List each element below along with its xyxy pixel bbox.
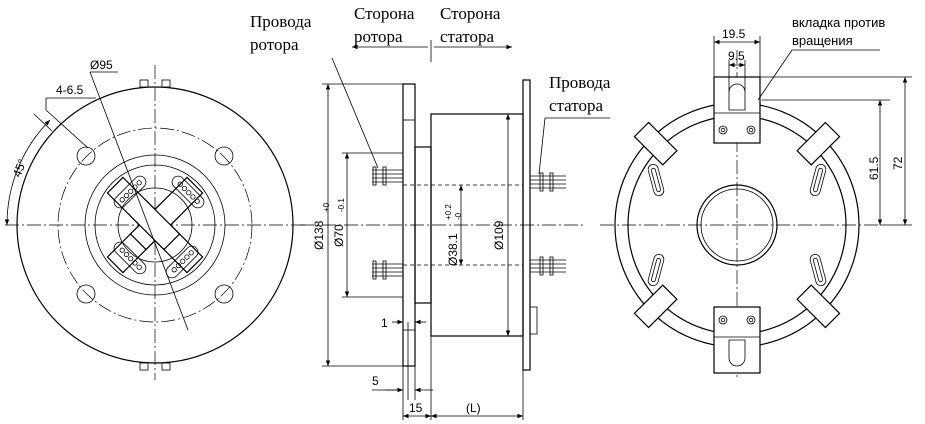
stator-notches bbox=[633, 121, 841, 329]
outer-flange-circle bbox=[16, 86, 294, 364]
d38-label: Ø38.1 bbox=[446, 233, 460, 266]
L-label: (L) bbox=[466, 401, 481, 415]
stator-tab-plate bbox=[522, 79, 531, 371]
stator-side-label-1: Сторона bbox=[440, 4, 501, 23]
d38-tol-lower: -0 bbox=[454, 212, 463, 220]
holes-label: 4-6.5 bbox=[56, 83, 84, 97]
right-end-view: 19.5 9.5 61.5 72 вкладка против вращения bbox=[600, 15, 912, 380]
rotor-side-label-1: Сторона bbox=[354, 4, 415, 23]
d70-tol-lower: -0.1 bbox=[337, 198, 346, 212]
stator-wires-label-1: Провода bbox=[549, 73, 611, 92]
bore-circle bbox=[117, 187, 193, 263]
anti-rotation-tab-label-2: вращения bbox=[792, 33, 853, 48]
stator-wires-leader bbox=[538, 117, 546, 175]
top-anti-rotation-tab bbox=[713, 76, 761, 144]
bottom-anti-rotation-tab bbox=[713, 306, 761, 374]
bolt-circle bbox=[57, 127, 253, 323]
rotor-wires-label-2: ротора bbox=[250, 35, 299, 54]
h61_5-label: 61.5 bbox=[867, 156, 881, 180]
bore-inner bbox=[700, 188, 774, 262]
t1-label: 1 bbox=[381, 316, 388, 330]
w19_5-label: 19.5 bbox=[722, 27, 746, 41]
rotor-side-label-2: ротора bbox=[354, 27, 403, 46]
w9_5-label: 9.5 bbox=[728, 49, 745, 63]
rotor-wire-bundles bbox=[113, 175, 205, 279]
d70-label: Ø70 bbox=[332, 224, 346, 247]
top-tab bbox=[139, 79, 149, 88]
left-end-view: Ø95 4-6.5 45° bbox=[4, 58, 305, 380]
side-view: Ø138 Ø70 +0 -0.1 Ø38.1 +0.2 -0 Ø109 1 5 … bbox=[250, 4, 611, 420]
d138-label: Ø138 bbox=[312, 220, 326, 250]
holes-leader bbox=[45, 109, 89, 149]
tab-leader bbox=[757, 49, 793, 101]
stator-wires-label-2: статора bbox=[549, 96, 603, 115]
stator-wires bbox=[530, 172, 566, 276]
d109-label: Ø109 bbox=[492, 220, 506, 250]
bore-outer bbox=[696, 184, 778, 266]
d70-tol-upper: +0 bbox=[322, 202, 331, 212]
rotor-wires-label-1: Провода bbox=[250, 12, 312, 31]
rotor-wires bbox=[372, 166, 403, 280]
stator-side-label-2: статора bbox=[440, 27, 494, 46]
angle-arc bbox=[4, 119, 51, 226]
t5-label: 5 bbox=[372, 374, 379, 388]
t15-label: 15 bbox=[409, 401, 423, 415]
h72-label: 72 bbox=[891, 156, 905, 170]
rotor-wires-leader bbox=[331, 57, 379, 169]
hub-ring bbox=[84, 154, 226, 296]
mounting-slots bbox=[76, 146, 234, 304]
d95-leader bbox=[89, 71, 189, 331]
d38-tol-upper: +0.2 bbox=[444, 204, 453, 220]
angle-label: 45° bbox=[10, 157, 30, 179]
stator-wire-exits bbox=[647, 163, 827, 287]
anti-rotation-tab-label-1: вкладка против bbox=[792, 15, 885, 30]
d95-label: Ø95 bbox=[90, 58, 113, 72]
bottom-tab bbox=[139, 362, 149, 371]
